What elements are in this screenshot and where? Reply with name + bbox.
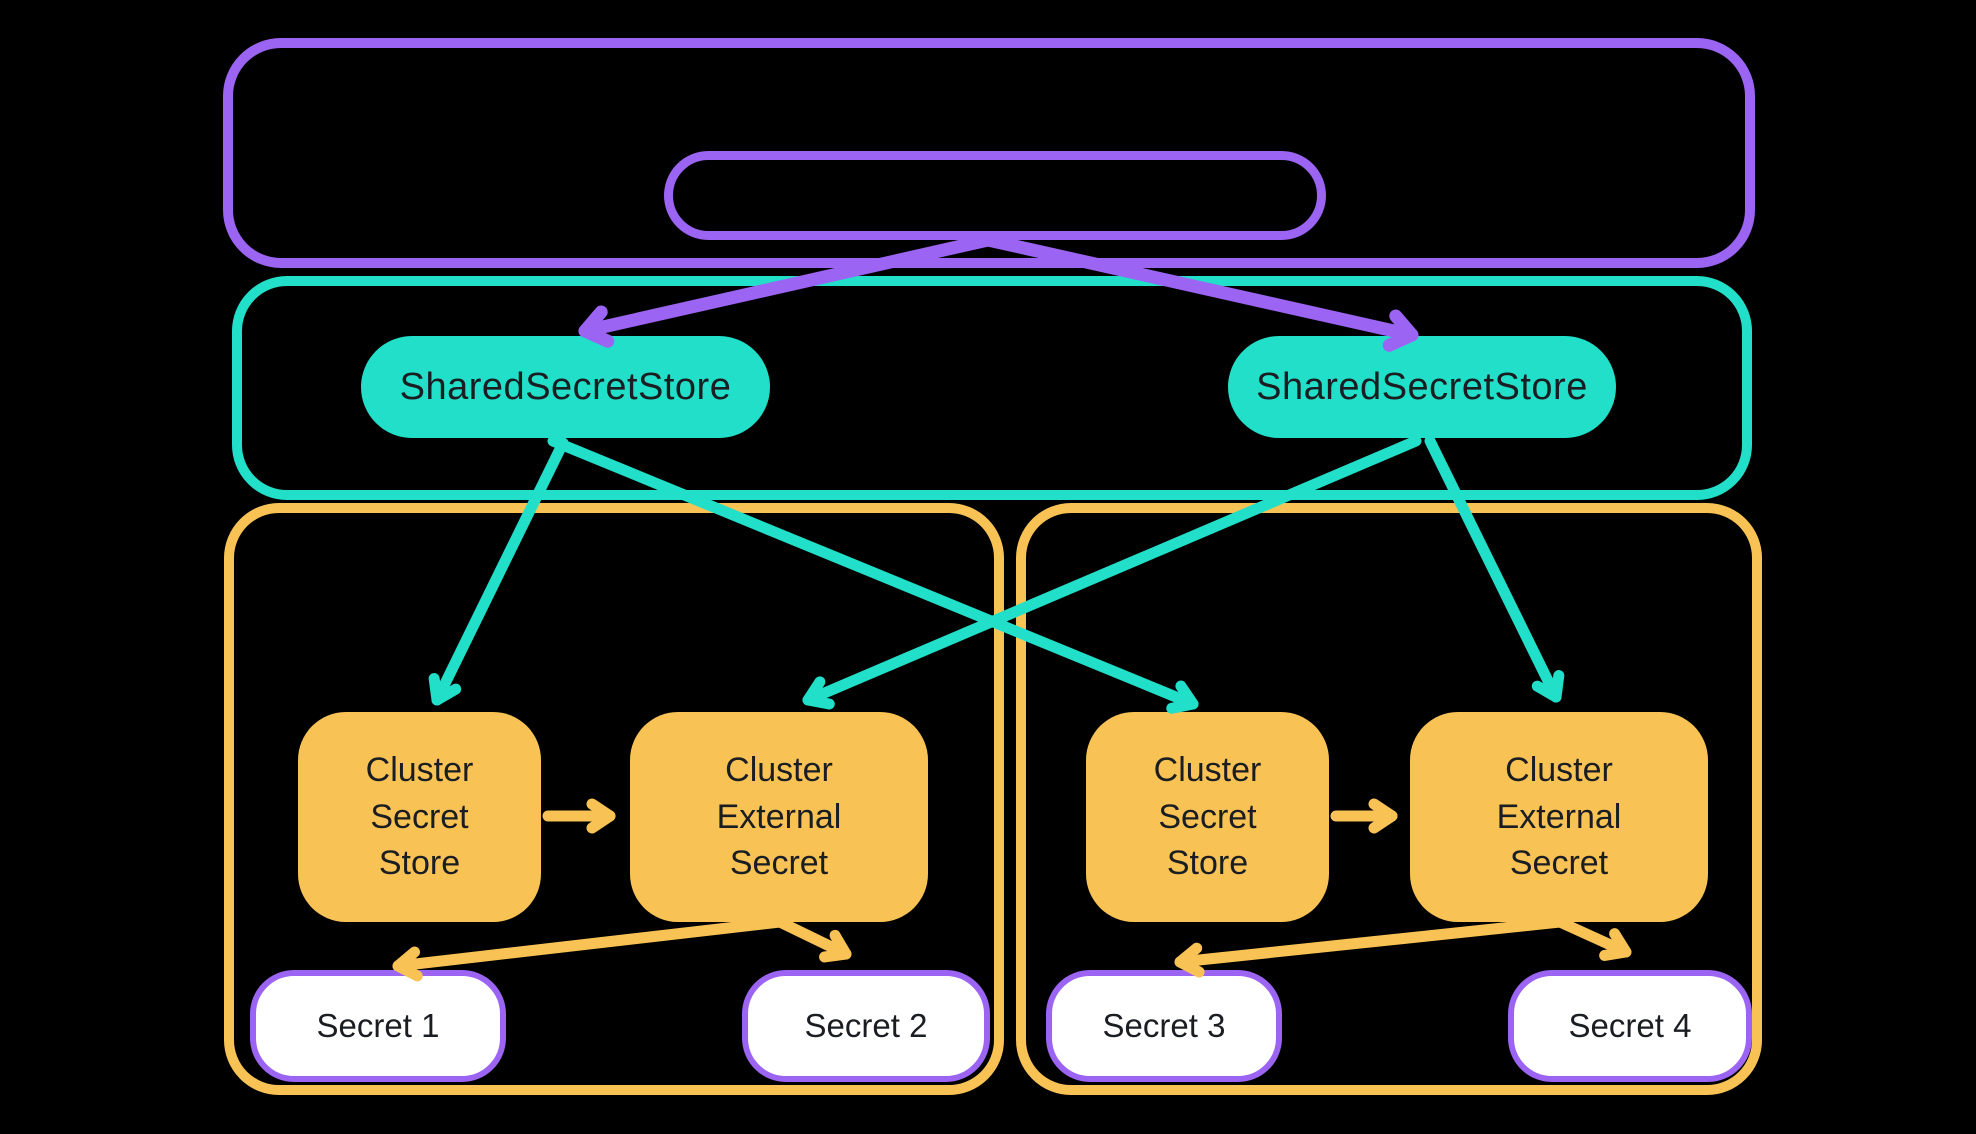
secret-1-label: Secret 1 [316,1007,440,1044]
shared-secret-store-left-label: SharedSecretStore [399,365,732,408]
node-shared-secret-store-right: SharedSecretStore [1228,336,1616,438]
node-shared-secret-store-left: SharedSecretStore [361,336,770,438]
node-cluster-secret-store-right: Cluster Secret Store [1086,712,1329,922]
node-cluster-external-secret-left: Cluster External Secret [630,712,928,922]
cluster-external-secret-left-label: Cluster External Secret [716,750,842,883]
node-secret-1: Secret 1 [250,970,506,1082]
node-cluster-external-secret-right: Cluster External Secret [1410,712,1708,922]
node-cluster-secret-store-left: Cluster Secret Store [298,712,541,922]
node-secret-2: Secret 2 [742,970,990,1082]
secret-3-label: Secret 3 [1102,1007,1226,1044]
controller-pill [664,151,1326,240]
secret-4-label: Secret 4 [1568,1007,1692,1044]
cluster-secret-store-left-label: Cluster Secret Store [365,750,474,883]
cluster-external-secret-right-label: Cluster External Secret [1496,750,1622,883]
node-secret-3: Secret 3 [1046,970,1282,1082]
shared-secret-store-right-label: SharedSecretStore [1256,365,1588,408]
secret-2-label: Secret 2 [804,1007,928,1044]
node-secret-4: Secret 4 [1508,970,1752,1082]
cluster-secret-store-right-label: Cluster Secret Store [1153,750,1262,883]
